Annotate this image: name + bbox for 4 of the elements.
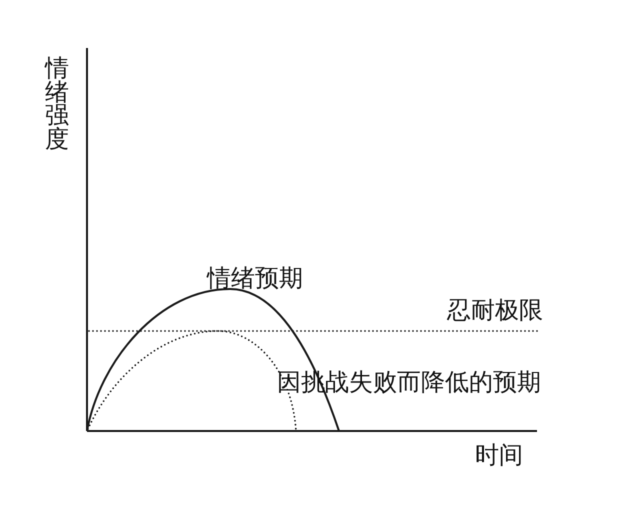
curve-label: 情绪预期 — [207, 266, 303, 290]
axis-title: 情绪强度 — [45, 57, 69, 151]
axis-title: 时间 — [475, 443, 523, 467]
line-label: 忍耐极限 — [447, 298, 543, 322]
